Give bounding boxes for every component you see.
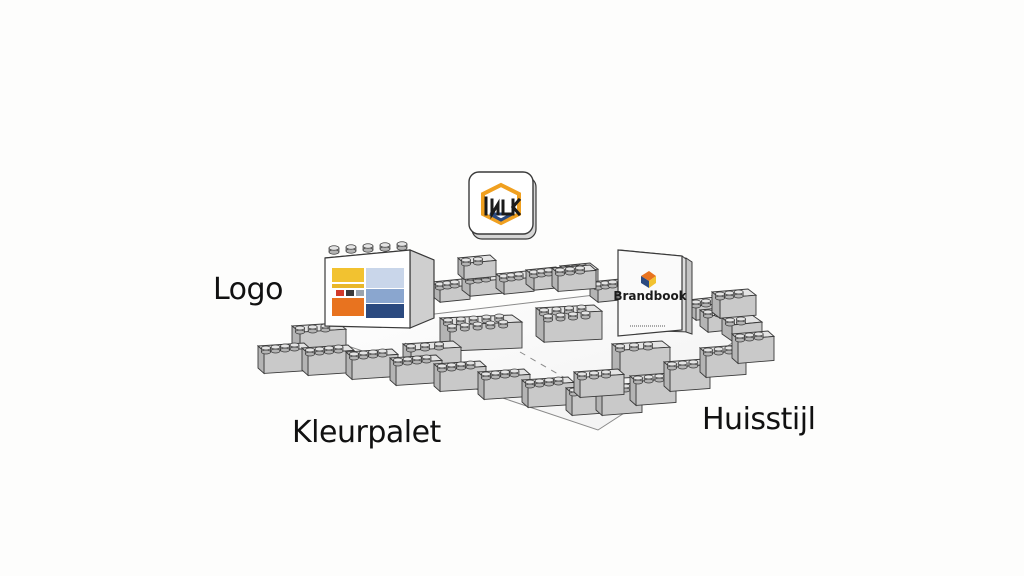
interior-brick — [610, 340, 672, 380]
back-wall — [430, 254, 630, 304]
brandbook-mark-icon — [641, 271, 656, 288]
back-wall-brick — [456, 254, 498, 281]
palette-swatches — [332, 268, 404, 318]
front-wall — [256, 330, 776, 417]
front-wall-brick — [300, 344, 356, 377]
logo-tile-icon — [481, 182, 522, 226]
front-wall-brick — [432, 360, 488, 393]
back-wall-brick — [550, 264, 598, 293]
interior-brick — [534, 304, 604, 344]
label-logo: Logo — [213, 272, 283, 307]
front-wall-brick — [520, 376, 576, 409]
palette-block-studs — [328, 241, 408, 255]
label-kleurpalet: Kleurpalet — [292, 415, 441, 450]
front-wall-brick — [730, 330, 776, 365]
front-wall-brick — [572, 368, 626, 399]
color-palette-block — [324, 241, 435, 329]
right-wall-brick — [710, 288, 758, 320]
brandbook-book: Brandbook — [613, 249, 693, 337]
label-huisstijl: Huisstijl — [702, 402, 816, 437]
floating-logo-tile — [468, 171, 537, 240]
brandbook-title: Brandbook — [613, 289, 687, 303]
front-wall-brick — [344, 348, 400, 381]
back-wall-brick — [524, 266, 566, 292]
